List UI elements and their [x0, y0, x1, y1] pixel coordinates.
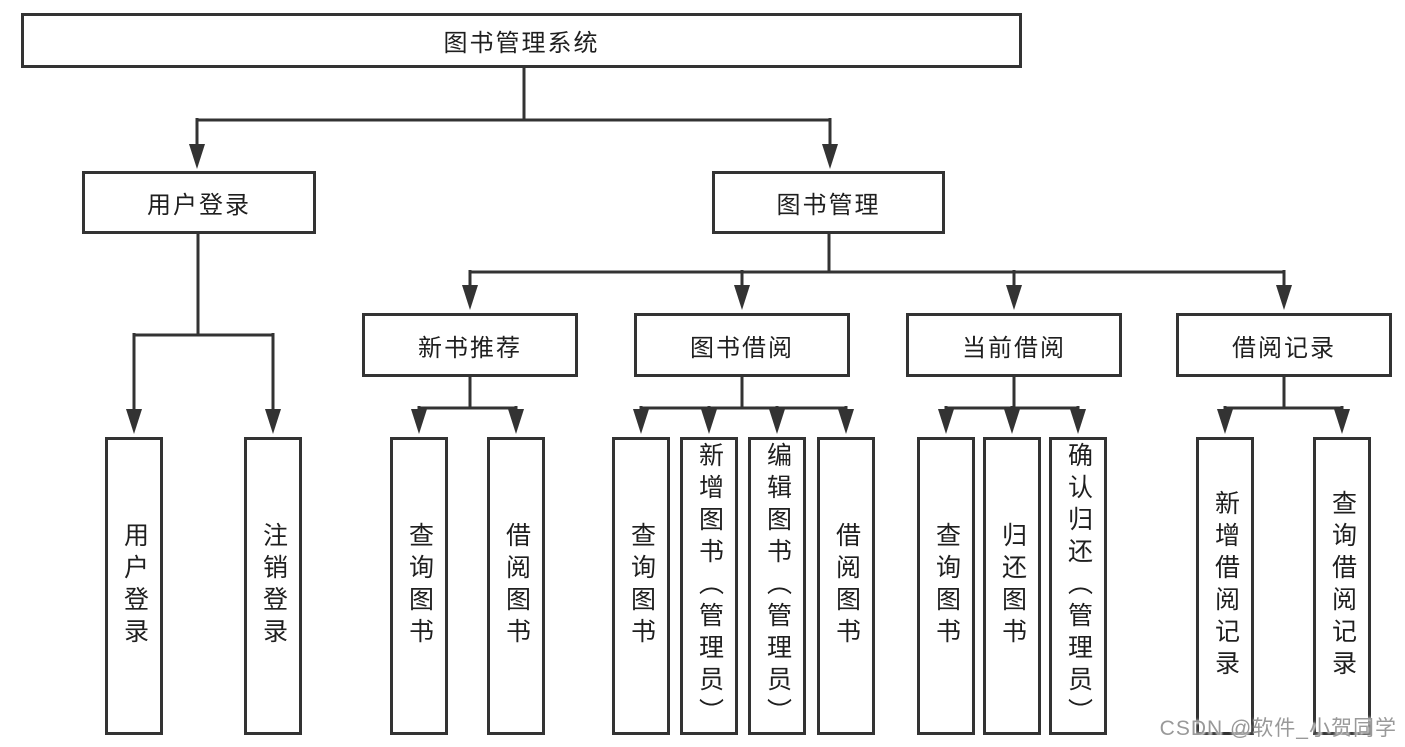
node-user-login: 用户登录 [82, 171, 316, 234]
leaf-add-borrow-record: 新增借阅记录 [1196, 437, 1254, 735]
leaf-logout: 注销登录 [244, 437, 302, 735]
leaf-label: 编辑图书（管理员） [763, 442, 792, 730]
leaf-query-borrow-record: 查询借阅记录 [1313, 437, 1371, 735]
leaf-label: 借阅图书 [832, 522, 861, 650]
leaf-label: 用户登录 [120, 522, 149, 650]
leaf-label: 查询借阅记录 [1328, 490, 1357, 682]
leaf-label: 查询图书 [405, 522, 434, 650]
leaf-user-login: 用户登录 [105, 437, 163, 735]
node-library-system: 图书管理系统 [21, 13, 1022, 68]
leaf-query-books-3: 查询图书 [917, 437, 975, 735]
leaf-label: 查询图书 [627, 522, 656, 650]
node-borrow-records: 借阅记录 [1176, 313, 1392, 377]
leaf-label: 新增图书（管理员） [695, 442, 724, 730]
leaf-borrow-books-2: 借阅图书 [817, 437, 875, 735]
leaf-label: 归还图书 [998, 522, 1027, 650]
leaf-label: 新增借阅记录 [1211, 490, 1240, 682]
leaf-label: 查询图书 [932, 522, 961, 650]
leaf-confirm-return-admin: 确认归还（管理员） [1049, 437, 1107, 735]
node-new-book-recommend: 新书推荐 [362, 313, 578, 377]
leaf-borrow-books-1: 借阅图书 [487, 437, 545, 735]
leaf-return-books: 归还图书 [983, 437, 1041, 735]
leaf-edit-books-admin: 编辑图书（管理员） [748, 437, 806, 735]
node-book-borrowing: 图书借阅 [634, 313, 850, 377]
leaf-query-books-1: 查询图书 [390, 437, 448, 735]
node-current-borrowing: 当前借阅 [906, 313, 1122, 377]
leaf-label: 借阅图书 [502, 522, 531, 650]
leaf-label: 注销登录 [259, 522, 288, 650]
leaf-label: 确认归还（管理员） [1064, 442, 1093, 730]
leaf-query-books-2: 查询图书 [612, 437, 670, 735]
node-book-management: 图书管理 [712, 171, 945, 234]
csdn-watermark: CSDN @软件_小贺同学 [1159, 717, 1397, 740]
leaf-add-books-admin: 新增图书（管理员） [680, 437, 738, 735]
